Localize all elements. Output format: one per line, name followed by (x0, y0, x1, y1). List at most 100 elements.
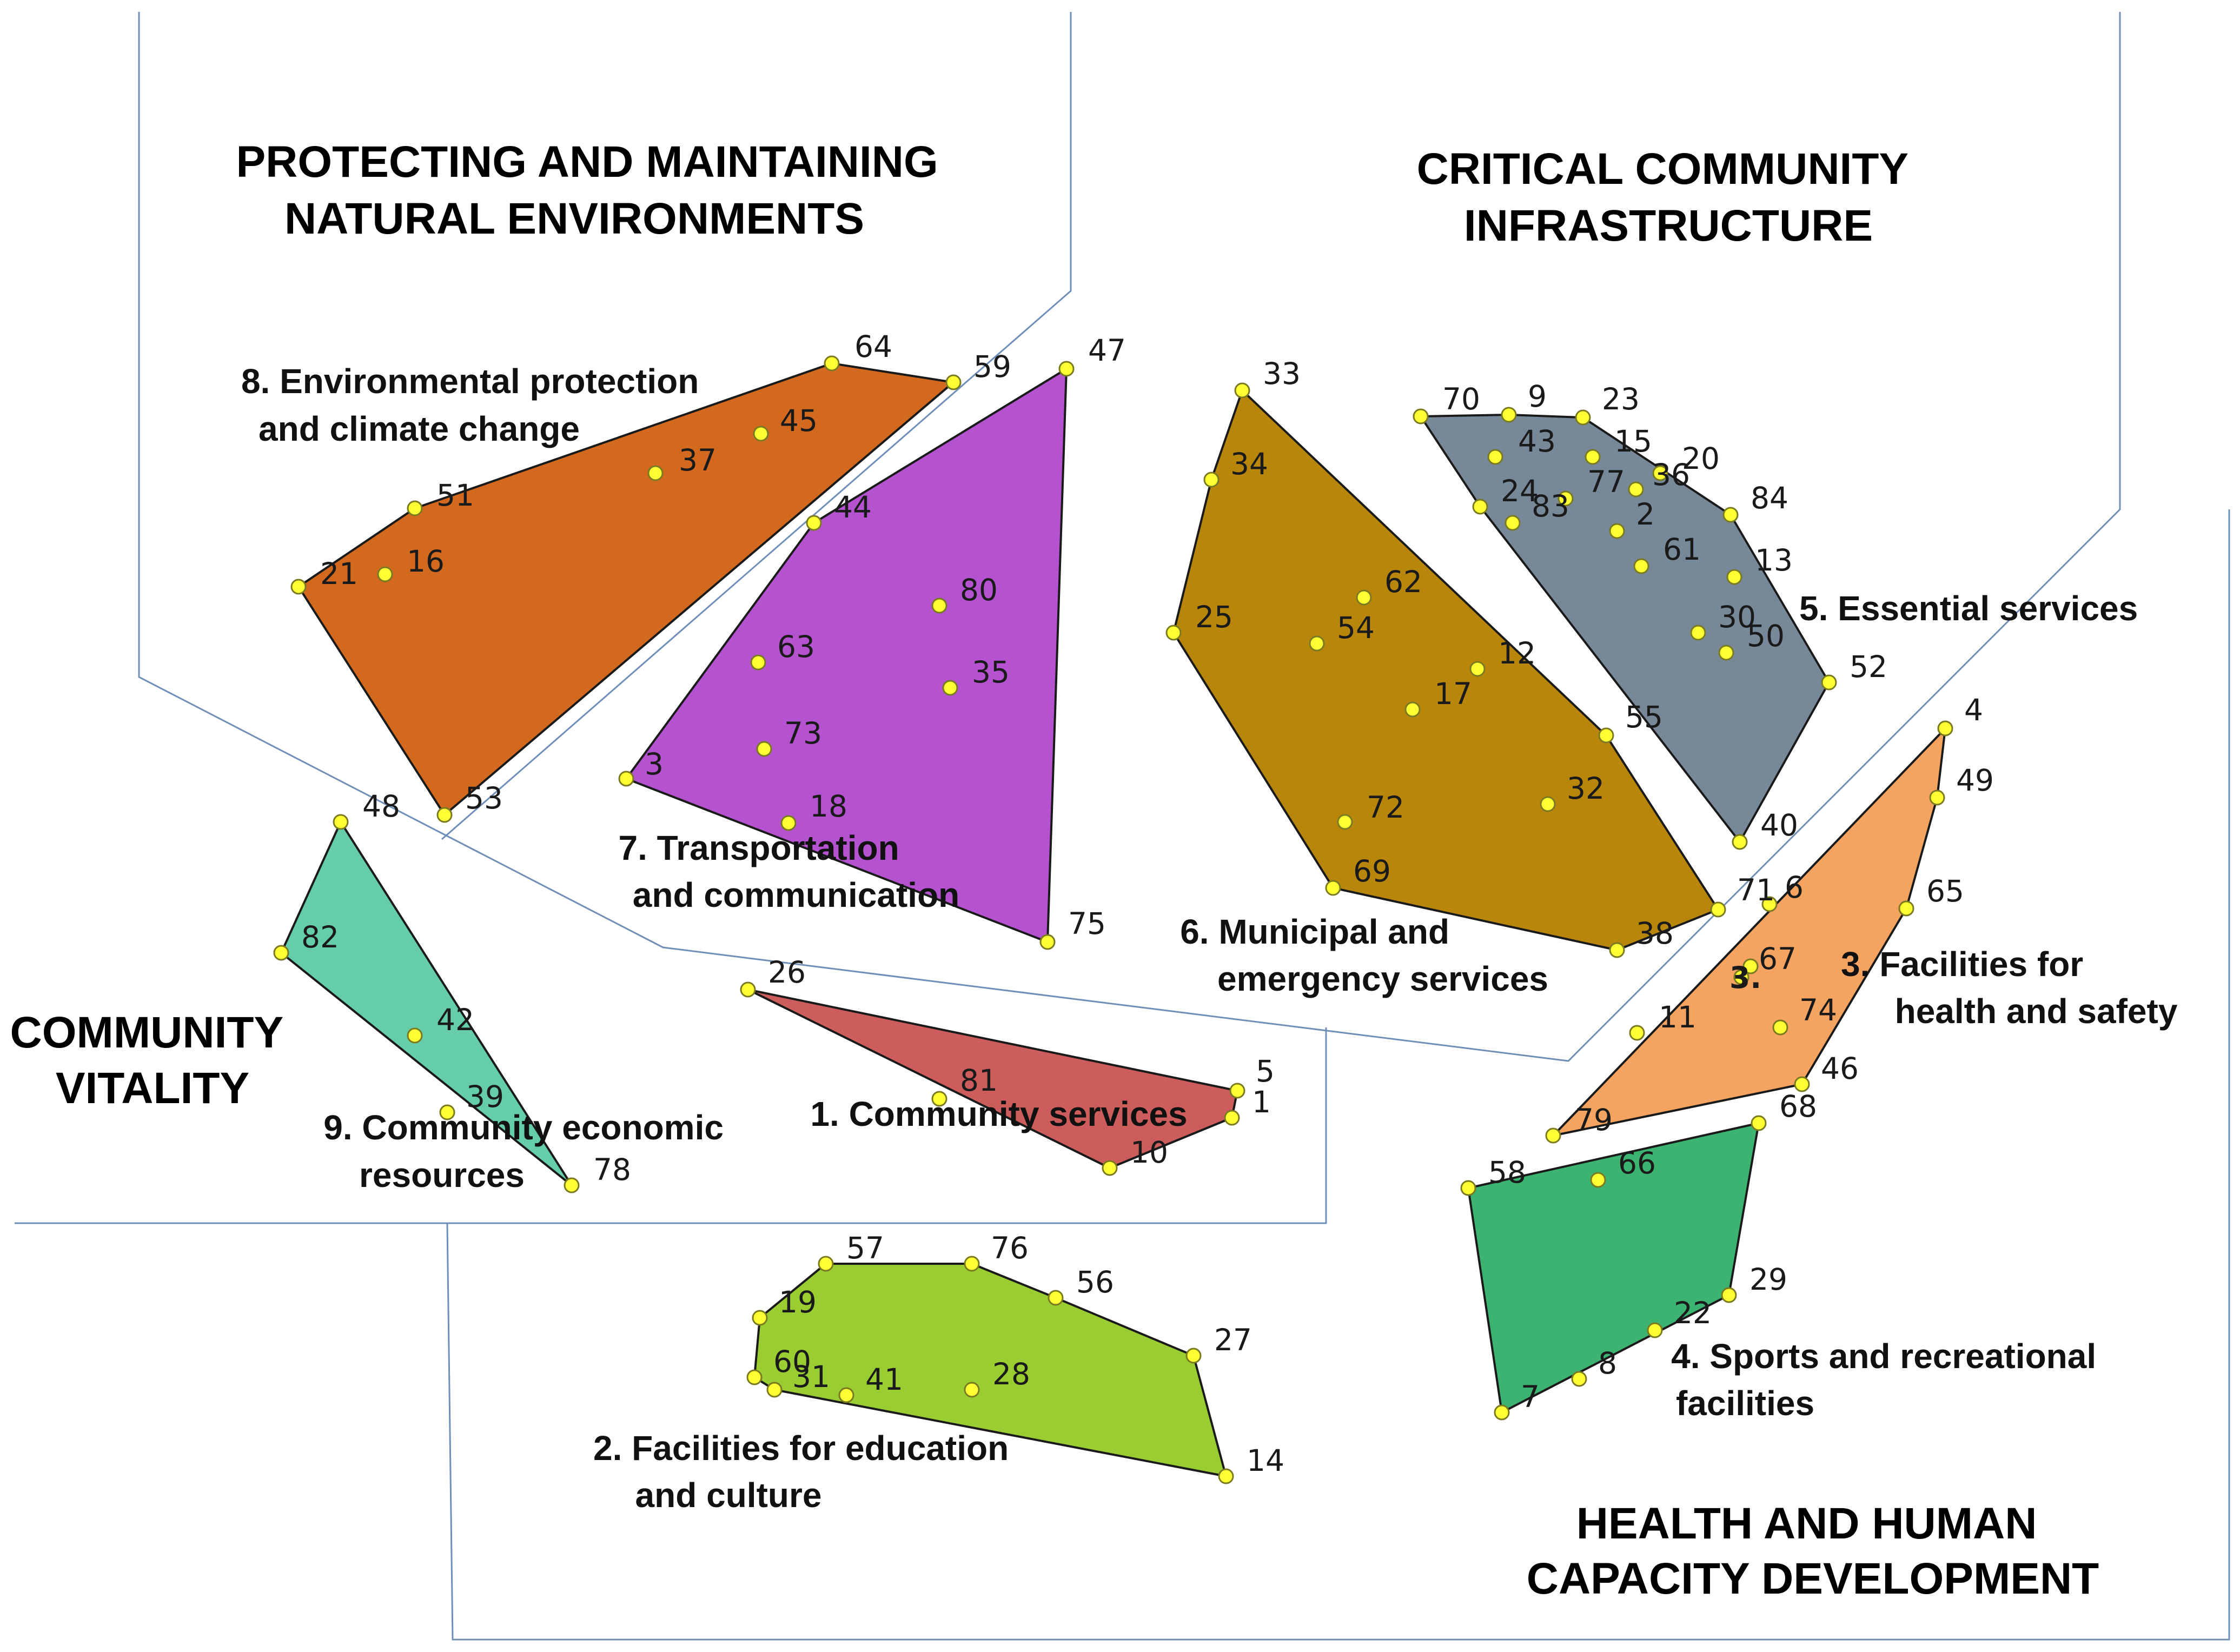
point-67 (1742, 958, 1759, 974)
point-20 (1652, 465, 1668, 481)
point-label-32: 32 (1567, 771, 1605, 806)
point-label-57: 57 (846, 1231, 884, 1265)
cluster-label-c8: 8. Environmental protection and climate … (241, 362, 708, 448)
point-77 (1558, 490, 1574, 507)
cluster-label-c7: 7. Transportation and communication (619, 828, 960, 914)
point-label-38: 38 (1636, 916, 1674, 951)
point-35 (942, 680, 958, 696)
point-33 (1234, 382, 1250, 399)
point-label-37: 37 (679, 443, 717, 477)
point-label-42: 42 (436, 1003, 474, 1037)
point-29 (1721, 1287, 1737, 1303)
point-41 (838, 1387, 854, 1403)
data-points (273, 355, 1953, 1484)
point-label-50: 50 (1747, 619, 1785, 653)
point-label-58: 58 (1488, 1155, 1526, 1190)
point-label-76: 76 (991, 1231, 1029, 1265)
point-81 (931, 1091, 947, 1107)
point-26 (740, 981, 756, 998)
cluster-polygon-c3 (1550, 725, 1947, 1138)
point-label-69: 69 (1353, 854, 1391, 888)
point-label-60: 60 (773, 1344, 811, 1379)
cluster-label-c5: 5. Essential services (1799, 589, 2138, 628)
point-11 (1629, 1025, 1645, 1041)
point-43 (1487, 449, 1503, 465)
point-label-39: 39 (466, 1079, 504, 1114)
point-label-62: 62 (1384, 565, 1422, 599)
point-16 (377, 566, 393, 582)
point-label-13: 13 (1755, 543, 1793, 578)
point-label-3: 3 (645, 747, 664, 781)
point-66 (1590, 1172, 1606, 1188)
point-label-22: 22 (1674, 1296, 1712, 1330)
point-label-55: 55 (1625, 700, 1663, 734)
point-30 (1690, 625, 1706, 641)
point-58 (1460, 1180, 1476, 1196)
point-47 (1058, 361, 1075, 377)
point-label-52: 52 (1850, 649, 1887, 684)
point-60 (746, 1369, 763, 1385)
point-label-5: 5 (1256, 1054, 1275, 1089)
point-68 (1751, 1115, 1767, 1131)
point-70 (1413, 408, 1429, 424)
point-52 (1821, 674, 1837, 691)
point-76 (964, 1256, 980, 1272)
point-61 (1633, 558, 1649, 574)
cluster-labels: 8. Environmental protection and climate … (241, 362, 2178, 1515)
cluster-label-c9: 9. Community economic resources (323, 1108, 733, 1195)
point-34 (1203, 472, 1220, 488)
point-79 (1545, 1127, 1561, 1144)
point-label-8: 8 (1598, 1346, 1617, 1381)
point-label-20: 20 (1682, 441, 1720, 476)
point-28 (964, 1382, 980, 1398)
point-label-53: 53 (465, 781, 503, 815)
point-63 (750, 654, 766, 671)
point-label-35: 35 (972, 655, 1010, 689)
point-65 (1898, 900, 1914, 917)
point-13 (1726, 569, 1742, 585)
cluster-polygon-c8 (297, 362, 956, 817)
point-label-84: 84 (1751, 481, 1788, 515)
point-3dot (1733, 969, 1749, 985)
point-label-75: 75 (1068, 906, 1106, 941)
health-domain-boundary (446, 509, 2230, 1641)
cluster-label-c4: 4. Sports and recreational facilities (1671, 1337, 2106, 1423)
point-labels: 64 59 45 37 51 21 16 53 47 44 80 63 35 7… (301, 329, 1994, 1478)
point-label-25: 25 (1195, 600, 1233, 634)
point-40 (1732, 834, 1748, 850)
point-label-56: 56 (1076, 1265, 1114, 1299)
point-label-14: 14 (1247, 1443, 1284, 1478)
point-label-40: 40 (1760, 808, 1798, 842)
point-label-7: 7 (1521, 1379, 1540, 1414)
point-label-64: 64 (854, 329, 892, 364)
point-59 (945, 374, 962, 390)
point-83 (1505, 515, 1521, 531)
cluster-label-c1: 1. Community services (810, 1094, 1187, 1133)
point-label-67: 67 (1759, 941, 1797, 976)
point-46 (1794, 1076, 1810, 1092)
point-label-30: 30 (1718, 600, 1756, 634)
point-label-3dot: 3. (1729, 960, 1761, 995)
domain-label-critical: CRITICAL COMMUNITY INFRASTRUCTURE (1417, 144, 1920, 250)
point-84 (1722, 507, 1739, 523)
point-label-72: 72 (1367, 790, 1404, 825)
point-label-33: 33 (1263, 356, 1301, 391)
point-label-66: 66 (1618, 1146, 1656, 1180)
point-label-29: 29 (1749, 1262, 1787, 1297)
point-label-51: 51 (436, 478, 474, 513)
point-label-61: 61 (1663, 532, 1701, 567)
point-label-15: 15 (1614, 424, 1652, 459)
point-label-73: 73 (784, 716, 822, 751)
point-label-1: 1 (1252, 1085, 1271, 1119)
point-32 (1540, 796, 1556, 812)
point-label-65: 65 (1926, 874, 1964, 908)
domain-labels: PROTECTING AND MAINTAINING NATURAL ENVIR… (10, 137, 2099, 1603)
point-label-19: 19 (779, 1285, 817, 1319)
point-label-11: 11 (1659, 1000, 1696, 1034)
point-label-83: 83 (1532, 489, 1569, 523)
point-56 (1048, 1290, 1064, 1306)
point-label-18: 18 (810, 789, 847, 824)
point-42 (407, 1027, 423, 1044)
point-label-16: 16 (407, 544, 445, 579)
